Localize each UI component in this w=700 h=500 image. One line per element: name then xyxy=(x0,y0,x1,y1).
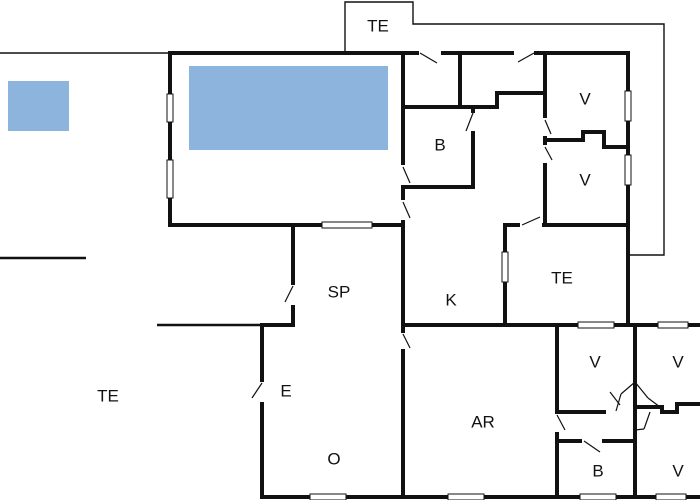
doors xyxy=(251,49,661,453)
pool-small xyxy=(8,81,69,131)
room-label-entrance: E xyxy=(280,381,291,400)
room-label-terrace-left: TE xyxy=(97,386,119,405)
room-label-bedroom-1: V xyxy=(579,89,591,108)
pool-large xyxy=(189,66,388,150)
room-label-bath-1: B xyxy=(434,135,445,154)
room-label-terrace-top: TE xyxy=(367,16,389,35)
room-label-dining: SP xyxy=(328,282,351,301)
terrace-outlines xyxy=(0,1,665,327)
room-label-workroom: AR xyxy=(471,412,495,431)
room-label-bedroom-3: V xyxy=(589,352,601,371)
room-label-terrace-right: TE xyxy=(551,268,573,287)
room-label-bedroom-2: V xyxy=(579,170,591,189)
room-label-living: O xyxy=(327,449,340,468)
room-label-kitchen: K xyxy=(445,290,457,309)
room-label-bedroom-5: V xyxy=(672,461,684,480)
room-label-bath-2: B xyxy=(592,461,603,480)
room-label-bedroom-4: V xyxy=(672,352,684,371)
windows xyxy=(166,90,689,500)
